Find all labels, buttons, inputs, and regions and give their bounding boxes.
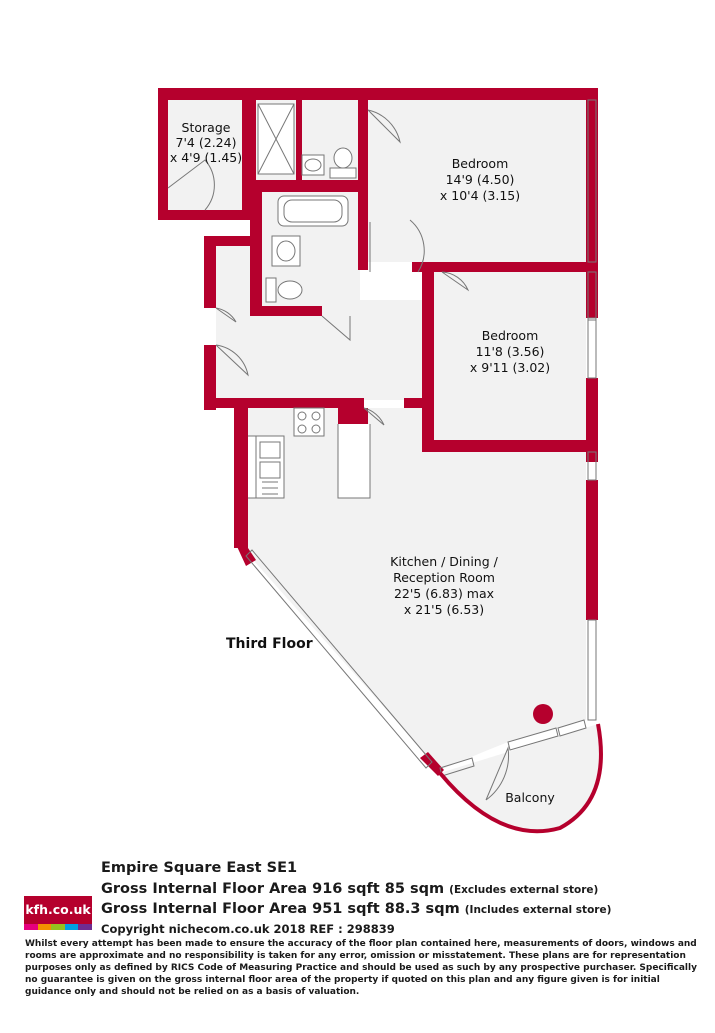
- balcony-label: Balcony: [505, 790, 555, 805]
- bedroom1-label: Bedroom: [452, 156, 509, 171]
- logo-color-bars: [24, 924, 92, 930]
- area-incl-line: Gross Internal Floor Area 951 sqft 88.3 …: [101, 901, 611, 917]
- storage-label: Storage: [182, 120, 231, 135]
- area-excl-note: (Excludes external store): [449, 884, 599, 896]
- kitchen-label-2: Reception Room: [393, 570, 495, 585]
- balcony-outline: [438, 723, 603, 834]
- bedroom2-dim-2: x 9'11 (3.02): [470, 360, 550, 375]
- bath-toilet-icon: [265, 277, 277, 303]
- walls: [158, 88, 598, 776]
- disclaimer: Whilst every attempt has been made to en…: [25, 939, 697, 997]
- kitchen-dim-1: 22'5 (6.83) max: [394, 586, 494, 601]
- storage-dim-2: x 4'9 (1.45): [170, 150, 242, 165]
- ensuite-toilet-icon: [329, 167, 357, 179]
- bedroom1-dim-1: 14'9 (4.50): [446, 172, 515, 187]
- door-swings: [167, 109, 510, 801]
- bedroom2-label: Bedroom: [482, 328, 539, 343]
- address: Empire Square East SE1: [101, 860, 298, 876]
- fixtures: [248, 103, 371, 499]
- copyright: Copyright nichecom.co.uk 2018 REF : 2988…: [101, 922, 395, 936]
- bedroom1-dim-2: x 10'4 (3.15): [440, 188, 520, 203]
- windows: [245, 99, 597, 777]
- room-labels: Storage 7'4 (2.24) x 4'9 (1.45) Bedroom …: [170, 120, 556, 805]
- floor-label: Third Floor: [226, 636, 313, 652]
- kitchen-dim-2: x 21'5 (6.53): [404, 602, 484, 617]
- area-excl-line: Gross Internal Floor Area 916 sqft 85 sq…: [101, 881, 598, 897]
- kitchen-label-1: Kitchen / Dining /: [390, 554, 498, 569]
- floor-areas: [168, 100, 601, 832]
- bedroom2-dim-1: 11'8 (3.56): [476, 344, 545, 359]
- worktop-outline: [248, 435, 257, 499]
- area-incl-note: (Includes external store): [464, 904, 612, 916]
- kfh-logo[interactable]: kfh.co.uk: [24, 896, 92, 930]
- area-incl: Gross Internal Floor Area 951 sqft 88.3 …: [101, 901, 460, 917]
- logo-text: kfh.co.uk: [25, 902, 91, 917]
- floor-plan: Storage 7'4 (2.24) x 4'9 (1.45) Bedroom …: [158, 88, 603, 834]
- storage-dim-1: 7'4 (2.24): [176, 135, 237, 150]
- area-excl: Gross Internal Floor Area 916 sqft 85 sq…: [101, 881, 445, 897]
